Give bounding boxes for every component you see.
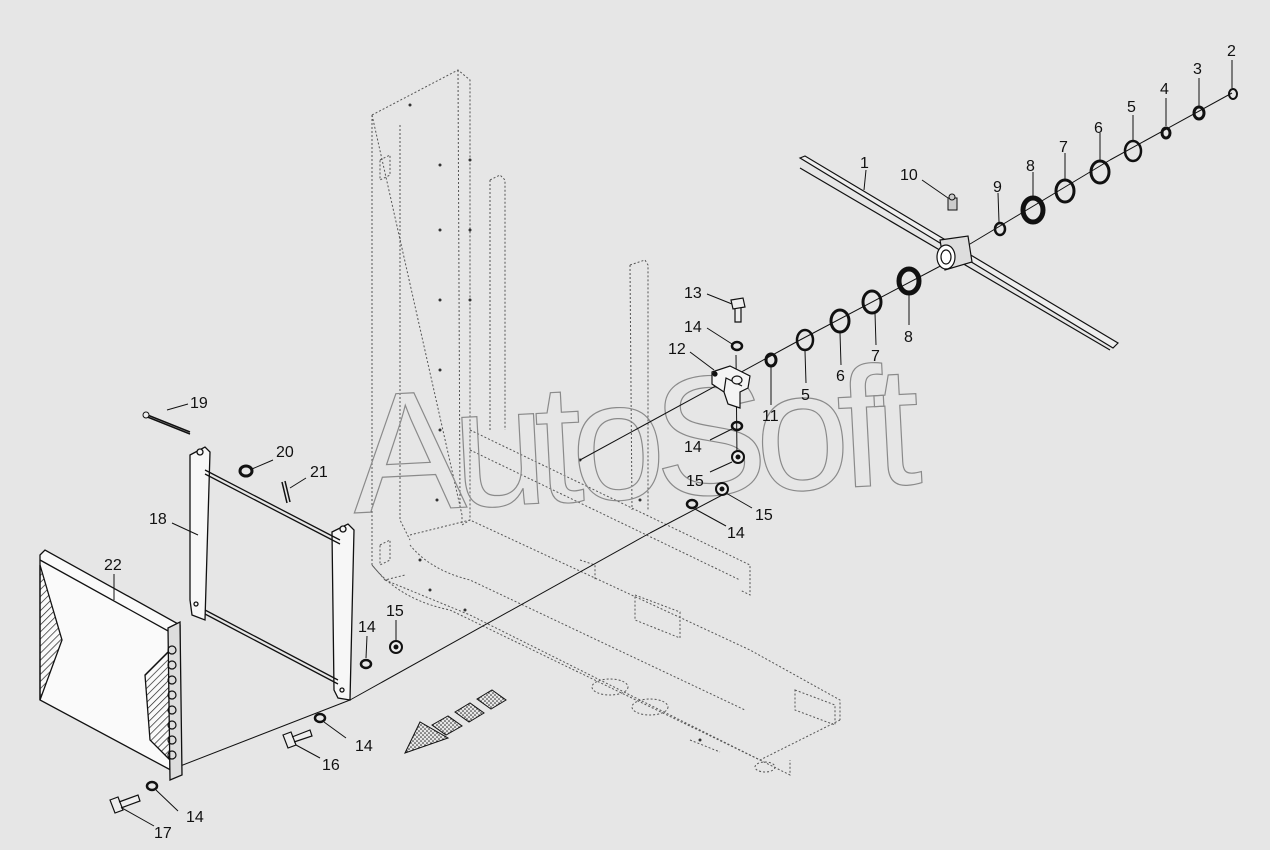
callout-22: 22: [104, 557, 122, 574]
radiator-frame: [189, 446, 355, 701]
bearing-8-lower: [896, 266, 922, 296]
seal-5-lower: [795, 328, 815, 352]
snap-ring-2: [1228, 88, 1238, 100]
watermark-text: AutoSoft: [346, 330, 925, 550]
ring-6-lower: [829, 308, 851, 334]
callout-18: 18: [149, 511, 167, 528]
callout-14-b: 14: [684, 439, 702, 456]
bolt-13: [730, 297, 746, 323]
callout-7: 7: [1059, 139, 1068, 156]
callout-10: 10: [900, 167, 918, 184]
chassis-frame-phantom: [371, 69, 841, 776]
callout-13: 13: [684, 285, 702, 302]
callout-5: 5: [1127, 99, 1136, 116]
radiator-core: [39, 549, 183, 781]
callout-16: 16: [322, 757, 340, 774]
callout-14-d: 14: [358, 619, 376, 636]
callout-7-lower: 7: [871, 348, 880, 365]
washer-14-right: [685, 498, 699, 510]
washer-3: [1192, 105, 1206, 121]
crossbar-shaft: [798, 155, 1119, 351]
callout-6: 6: [1094, 120, 1103, 137]
callout-15-c: 15: [386, 603, 404, 620]
ring-6: [1089, 159, 1111, 185]
callout-14-a: 14: [684, 319, 702, 336]
grease-nipple: [947, 193, 958, 211]
bolt-16: [282, 729, 313, 749]
callout-4: 4: [1160, 81, 1169, 98]
callout-15-b: 15: [755, 507, 773, 524]
callout-11: 11: [762, 408, 779, 425]
callout-20: 20: [276, 444, 294, 461]
pin-19: [144, 413, 191, 435]
washer-14-bolt16: [313, 712, 327, 724]
front-direction-arrow: [404, 689, 507, 754]
callout-14-c: 14: [727, 525, 745, 542]
bracket-fasteners: [685, 297, 746, 510]
callout-3: 3: [1193, 61, 1202, 78]
bushing-11: [764, 352, 778, 368]
washer-14-bolt17: [145, 780, 159, 792]
callout-2: 2: [1227, 43, 1236, 60]
callout-labels: 1 2 3 4 5 6 7 8 9 10 8 7 6 5 11 12 13 14…: [104, 43, 1236, 842]
ring-7-lower: [861, 289, 883, 315]
frame-fastener-dots: [408, 103, 702, 742]
split-pin-21: [281, 480, 291, 504]
callout-8-lower: 8: [904, 329, 913, 346]
callout-17: 17: [154, 825, 172, 842]
lower-fasteners: [109, 640, 403, 814]
leader-lines: [113, 60, 1233, 827]
bushing-9: [993, 221, 1007, 237]
callout-12: 12: [668, 341, 686, 358]
callout-14-e: 14: [355, 738, 373, 755]
washer-14-top: [730, 340, 744, 352]
callout-6-lower: 6: [836, 368, 845, 385]
callout-19: 19: [190, 395, 208, 412]
callout-21: 21: [310, 464, 328, 481]
callout-8: 8: [1026, 158, 1035, 175]
washer-14-mid: [730, 420, 744, 432]
washer-20: [238, 464, 254, 478]
callout-9: 9: [993, 179, 1002, 196]
callout-15-a: 15: [686, 473, 704, 490]
washer-14-frame: [359, 658, 373, 670]
mounting-bracket: [711, 365, 751, 409]
callout-1: 1: [860, 155, 869, 172]
ring-4: [1160, 126, 1172, 140]
callout-5-lower: 5: [801, 387, 810, 404]
callout-14-f: 14: [186, 809, 204, 826]
bolt-17: [109, 794, 141, 814]
hinge-pin-parts: [142, 411, 291, 504]
